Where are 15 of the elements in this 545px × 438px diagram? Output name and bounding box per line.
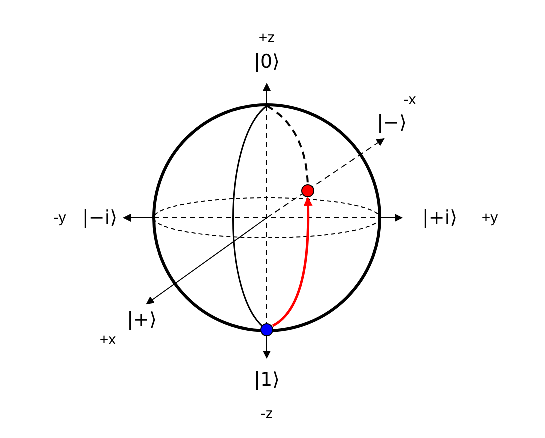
- arrow: [272, 197, 313, 328]
- axis-label: -z: [260, 406, 274, 422]
- state-label: |−i⟩: [82, 207, 118, 229]
- axis-label: +y: [482, 210, 498, 226]
- state-label: |+⟩: [127, 309, 157, 331]
- state-point: [260, 324, 274, 336]
- axis-label: +x: [100, 332, 116, 348]
- state-label: |0⟩: [254, 51, 280, 73]
- axis-label: -y: [54, 210, 66, 226]
- axis-label: +z: [258, 30, 276, 46]
- state-point: [302, 184, 314, 198]
- state-label: |1⟩: [254, 369, 280, 391]
- state-label: |+i⟩: [422, 207, 458, 229]
- state-label: |−⟩: [377, 112, 407, 134]
- axis-label: -x: [404, 92, 416, 108]
